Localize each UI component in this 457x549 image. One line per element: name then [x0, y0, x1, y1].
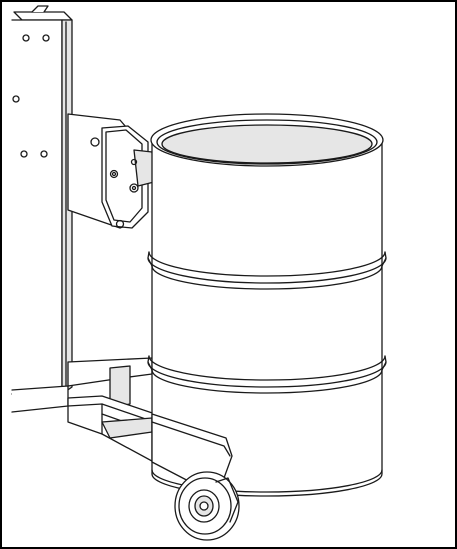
steel-drum: [147, 113, 387, 497]
front-leg-overlay: [151, 413, 233, 487]
clamp-carriage: [67, 113, 155, 229]
lifter-mast: [11, 5, 73, 395]
caster-wheel: [174, 471, 240, 541]
